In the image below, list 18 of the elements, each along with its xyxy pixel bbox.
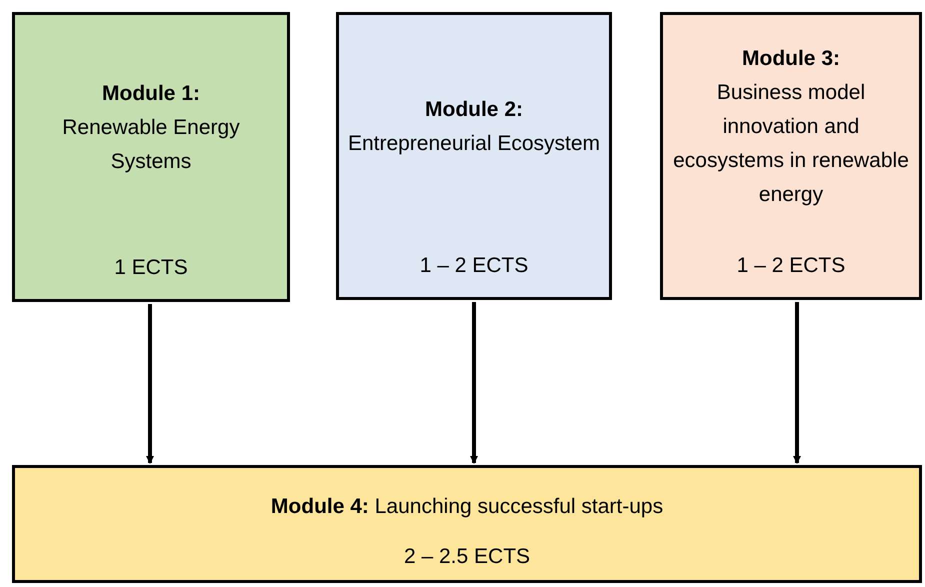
module-heading: Module 4: Launching successful start-ups — [270, 494, 664, 520]
module-description: Business model innovation and ecosystems in renewable energy — [672, 80, 910, 208]
module-box — [660, 12, 922, 300]
module-heading: Module 1: — [101, 81, 201, 107]
arrow — [470, 302, 478, 464]
credit-label: 1 ECTS — [114, 255, 188, 281]
module-box — [336, 12, 612, 300]
module-box — [12, 465, 922, 583]
credit-label: 1 – 2 ECTS — [736, 253, 846, 279]
credit-label: 1 – 2 ECTS — [420, 253, 528, 279]
arrow — [793, 302, 801, 464]
module-heading: Module 3: — [741, 46, 841, 72]
module-description: Renewable Energy Systems — [61, 115, 241, 175]
module-description: Entrepreneurial Ecosystem — [348, 131, 600, 157]
module-heading: Module 2: — [424, 97, 524, 123]
arrow — [146, 304, 154, 464]
credit-label: 2 – 2.5 ECTS — [404, 544, 530, 570]
module-box — [12, 12, 290, 302]
